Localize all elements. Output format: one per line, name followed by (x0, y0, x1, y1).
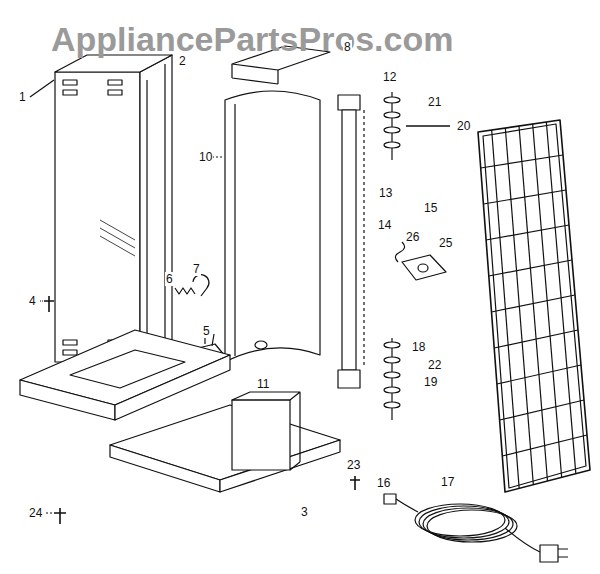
casing-hatch (100, 220, 135, 256)
plug (540, 545, 558, 562)
housing-box (232, 400, 290, 470)
vent-slot (63, 340, 77, 345)
vent-slot (108, 80, 122, 85)
callout-number: 4 (28, 294, 37, 308)
callout-number: 24 (28, 506, 43, 520)
housing-box-edge (232, 392, 300, 470)
element-cap (338, 370, 360, 388)
callout-number: 15 (423, 201, 438, 215)
vent-slot (63, 350, 77, 355)
washer (384, 97, 400, 103)
reflector (225, 91, 320, 362)
callout-number: 7 (192, 262, 201, 276)
callout-number: 19 (423, 375, 438, 389)
callout-number: 11 (256, 377, 270, 391)
grille-bar (500, 400, 584, 420)
grille-bar (489, 260, 572, 276)
washer (384, 127, 400, 133)
callout-number: 8 (343, 40, 352, 54)
callout-number: 6 (165, 272, 174, 286)
element-wire (363, 110, 364, 368)
vent-slot (63, 90, 77, 95)
callout-number: 10 (198, 150, 213, 164)
grille-bar (483, 190, 566, 204)
callout-number: 18 (411, 340, 426, 354)
callout-number: 5 (202, 324, 211, 338)
casing-inner-edge (147, 64, 165, 355)
grille-bar (492, 295, 576, 312)
screw (44, 296, 54, 312)
casing-side (140, 55, 172, 362)
heating-element (342, 110, 356, 370)
washer (384, 342, 400, 348)
screw (350, 476, 360, 490)
base-front (20, 380, 115, 420)
screw (406, 125, 450, 127)
leader-line (212, 156, 224, 157)
grille-bar (481, 155, 563, 168)
washer (384, 402, 400, 408)
callout-number: 13 (378, 186, 393, 200)
grille-bar (494, 330, 578, 348)
grille-bar (486, 225, 569, 240)
washer (384, 357, 400, 363)
cord-clip (384, 494, 396, 504)
callout-number: 2 (178, 54, 187, 68)
callout-number: 3 (300, 505, 309, 519)
mount-bracket (402, 255, 446, 280)
washer (384, 142, 400, 148)
callout-number: 14 (377, 218, 392, 232)
wire-spring (395, 242, 404, 262)
cord-wire (396, 499, 418, 512)
base-cutout (70, 350, 185, 388)
washer (384, 112, 400, 118)
watermark: AppliancePartsPros.com (50, 20, 454, 58)
cord-coil (427, 510, 517, 542)
vent-slot (108, 90, 122, 95)
leader-line (46, 512, 52, 513)
top-bracket-flap (232, 64, 278, 84)
callout-number: 17 (440, 475, 455, 489)
clip (193, 275, 209, 296)
leader-line (30, 80, 54, 97)
screw (54, 508, 66, 524)
base-plate-top (110, 405, 340, 480)
element-cap (338, 95, 360, 110)
grille-frame-inner (483, 124, 586, 488)
cord-wire (505, 528, 540, 552)
grille-frame (478, 120, 590, 492)
washer (384, 372, 400, 378)
grille-bar (502, 435, 587, 456)
reflector-fold (234, 104, 235, 356)
leader-line (40, 300, 43, 301)
callout-number: 20 (456, 119, 471, 133)
callout-number: 12 (382, 70, 397, 84)
casing-front (55, 72, 140, 362)
spring (175, 288, 195, 294)
washer (384, 387, 400, 393)
grille-bar (497, 365, 581, 384)
reflector-hole (255, 341, 267, 349)
callout-number: 22 (427, 358, 442, 372)
plug-prongs (558, 549, 568, 557)
bracket-hole (418, 264, 428, 272)
callout-number: 25 (438, 236, 453, 250)
callout-number: 16 (376, 476, 391, 490)
vent-slot (63, 80, 77, 85)
callout-number: 23 (346, 458, 361, 472)
callout-number: 21 (427, 95, 442, 109)
callout-number: 26 (405, 230, 420, 244)
callout-number: 1 (18, 90, 27, 104)
base-plate-front (110, 445, 220, 492)
